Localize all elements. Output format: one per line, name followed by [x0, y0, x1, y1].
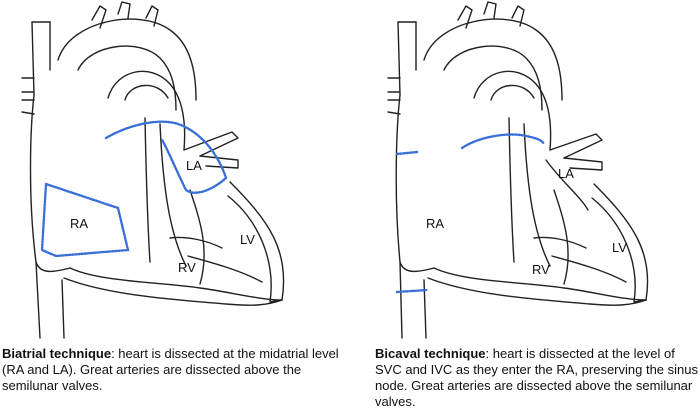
- la-incision: [460, 133, 546, 150]
- heart-outline: [387, 1, 649, 339]
- ra-label: RA: [70, 216, 88, 231]
- bicaval-caption: Bicaval technique: heart is dissected at…: [375, 346, 700, 410]
- la-label: LA: [558, 166, 574, 181]
- biatrial-caption: Biatrial technique: heart is dissected a…: [2, 346, 347, 394]
- lv-label: LV: [240, 232, 255, 247]
- heart-outline: [21, 1, 285, 339]
- svc-incision: [395, 150, 419, 156]
- biatrial-caption-title: Biatrial technique: [2, 346, 112, 361]
- ivc-incision: [395, 288, 429, 294]
- bicaval-caption-title: Bicaval technique: [375, 346, 486, 361]
- la-label: LA: [186, 158, 202, 173]
- ra-incision: [40, 182, 130, 258]
- bicaval-heart-diagram: RA LA LV RV: [387, 1, 649, 339]
- rv-label: RV: [532, 262, 550, 277]
- rv-label: RV: [178, 260, 196, 275]
- ra-label: RA: [426, 216, 444, 231]
- biatrial-caption-text: : heart is dissected at the midatrial le…: [2, 346, 339, 393]
- bicaval-caption-text: : heart is dissected at the level of SVC…: [375, 346, 699, 409]
- lv-label: LV: [612, 240, 627, 255]
- biatrial-heart-diagram: RA LA LV RV: [21, 1, 285, 339]
- la-incision: [104, 120, 228, 194]
